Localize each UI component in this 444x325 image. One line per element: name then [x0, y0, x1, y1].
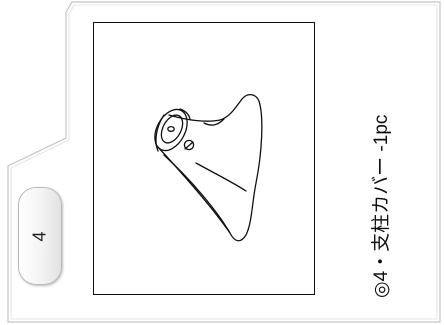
sheet-outline-inner	[10, 4, 438, 320]
page-tab[interactable]: 4	[18, 187, 62, 285]
page-tab-number: 4	[29, 230, 50, 242]
part-caption: ◎4・支柱カバー -1pc	[371, 114, 392, 298]
sheet-outline	[7, 1, 441, 323]
drawing-frame	[93, 22, 315, 295]
part-drawing	[154, 94, 263, 242]
